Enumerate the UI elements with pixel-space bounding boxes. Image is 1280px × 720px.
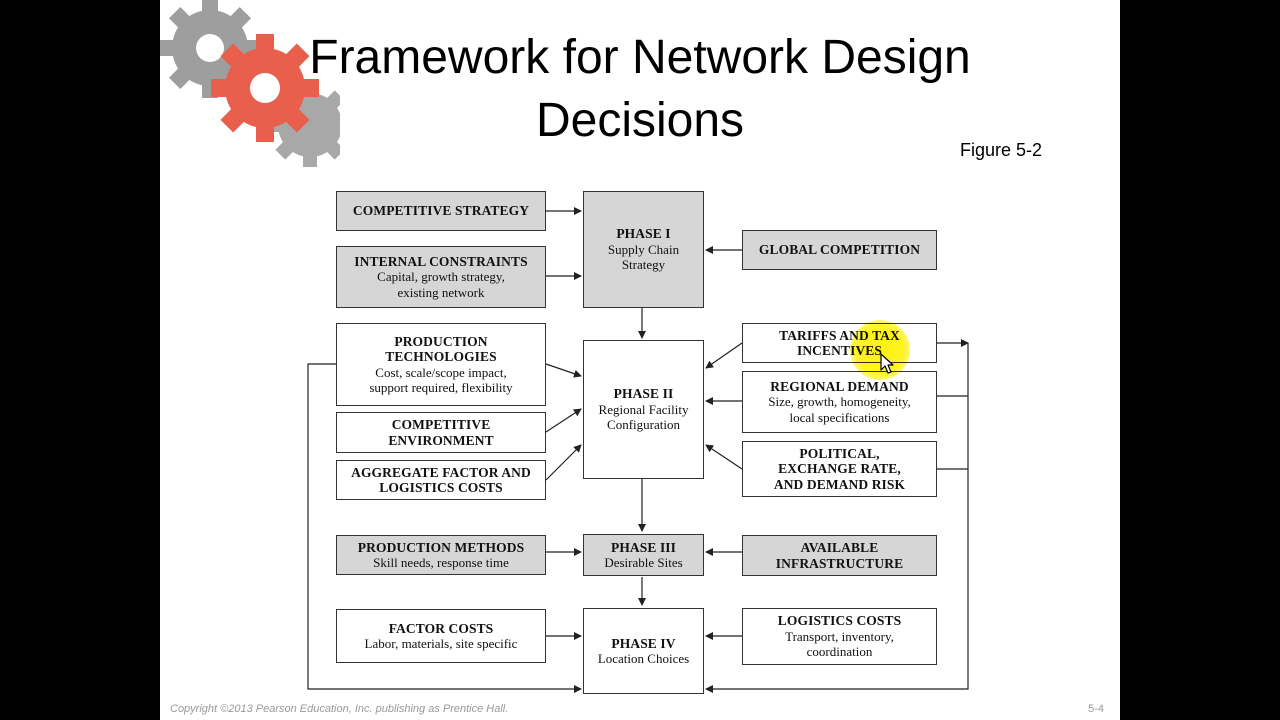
figure-label: Figure 5-2	[960, 140, 1043, 160]
production-methods-title: PRODUCTION METHODS	[357, 539, 525, 555]
regional-demand-box: REGIONAL DEMAND Size, growth, homogeneit…	[742, 371, 937, 433]
political-risk-title-3: AND DEMAND RISK	[773, 476, 906, 492]
competitive-strategy-title: COMPETITIVE STRATEGY	[352, 203, 530, 219]
phase-4-title: PHASE IV	[611, 635, 676, 651]
phase-1-line-1: Supply Chain	[607, 241, 680, 257]
internal-constraints-box: INTERNAL CONSTRAINTS Capital, growth str…	[336, 246, 546, 308]
logistics-costs-line-1: Transport, inventory,	[785, 628, 894, 644]
phase-3-line-1: Desirable Sites	[604, 555, 683, 570]
phase-3-title: PHASE III	[610, 539, 677, 555]
mouse-cursor-icon	[880, 353, 894, 374]
phase-2-line-1: Regional Facility	[598, 401, 689, 417]
global-competition-box: GLOBAL COMPETITION	[742, 230, 937, 270]
production-methods-box: PRODUCTION METHODS Skill needs, response…	[336, 535, 546, 575]
political-risk-box: POLITICAL, EXCHANGE RATE, AND DEMAND RIS…	[742, 441, 937, 497]
competitive-environment-title-1: COMPETITIVE	[391, 417, 491, 432]
slide-title-line-1: Framework for Network Design	[309, 31, 971, 84]
available-infrastructure-title-2: INFRASTRUCTURE	[775, 555, 904, 571]
phase-1-line-2: Strategy	[621, 257, 666, 273]
phase-3-box: PHASE III Desirable Sites	[583, 534, 704, 576]
competitive-strategy-box: COMPETITIVE STRATEGY	[336, 191, 546, 231]
phase-2-box: PHASE II Regional Facility Configuration	[583, 340, 704, 479]
gears-logo-icon	[160, 0, 340, 167]
global-competition-title: GLOBAL COMPETITION	[758, 242, 921, 258]
available-infrastructure-title-1: AVAILABLE	[800, 540, 879, 555]
cursor-highlight	[850, 320, 910, 380]
internal-constraints-title: INTERNAL CONSTRAINTS	[354, 253, 528, 269]
regional-demand-title: REGIONAL DEMAND	[770, 378, 909, 394]
regional-demand-line-2: local specifications	[789, 409, 890, 425]
political-risk-title-2: EXCHANGE RATE,	[778, 461, 901, 477]
internal-constraints-line-2: existing network	[397, 284, 485, 300]
phase-2-title: PHASE II	[613, 386, 674, 402]
factor-costs-line-1: Labor, materials, site specific	[364, 636, 518, 651]
factor-costs-box: FACTOR COSTS Labor, materials, site spec…	[336, 609, 546, 663]
aggregate-costs-title-2: LOGISTICS COSTS	[379, 480, 503, 495]
phase-4-line-1: Location Choices	[597, 651, 690, 666]
page-number: 5-4	[1088, 703, 1104, 715]
production-technologies-title-1: PRODUCTION	[394, 333, 488, 349]
logistics-costs-line-2: coordination	[806, 644, 873, 660]
production-technologies-line-2: support required, flexibility	[369, 380, 513, 395]
slide-title-line-2: Decisions	[535, 94, 745, 147]
logistics-costs-title: LOGISTICS COSTS	[777, 613, 902, 629]
copyright-footer: Copyright ©2013 Pearson Education, Inc. …	[170, 703, 509, 715]
aggregate-costs-box: AGGREGATE FACTOR AND LOGISTICS COSTS	[336, 460, 546, 500]
regional-demand-line-1: Size, growth, homogeneity,	[768, 394, 911, 410]
connector-arrows	[307, 207, 969, 693]
production-technologies-box: PRODUCTION TECHNOLOGIES Cost, scale/scop…	[336, 323, 546, 406]
political-risk-title-1: POLITICAL,	[799, 445, 880, 461]
phase-1-title: PHASE I	[616, 226, 671, 242]
production-technologies-line-1: Cost, scale/scope impact,	[375, 364, 507, 380]
competitive-environment-box: COMPETITIVE ENVIRONMENT	[336, 412, 546, 453]
available-infrastructure-box: AVAILABLE INFRASTRUCTURE	[742, 535, 937, 576]
internal-constraints-line-1: Capital, growth strategy,	[377, 269, 505, 285]
slide: Framework for Network Design Decisions F…	[160, 0, 1120, 720]
factor-costs-title: FACTOR COSTS	[388, 620, 494, 636]
competitive-environment-title-2: ENVIRONMENT	[388, 432, 494, 448]
aggregate-costs-title-1: AGGREGATE FACTOR AND	[351, 464, 531, 480]
phase-1-box: PHASE I Supply Chain Strategy	[583, 191, 704, 308]
phase-4-box: PHASE IV Location Choices	[583, 608, 704, 694]
logistics-costs-box: LOGISTICS COSTS Transport, inventory, co…	[742, 608, 937, 665]
phase-2-line-2: Configuration	[607, 417, 680, 433]
production-methods-line-1: Skill needs, response time	[373, 555, 509, 570]
production-technologies-title-2: TECHNOLOGIES	[385, 349, 497, 364]
